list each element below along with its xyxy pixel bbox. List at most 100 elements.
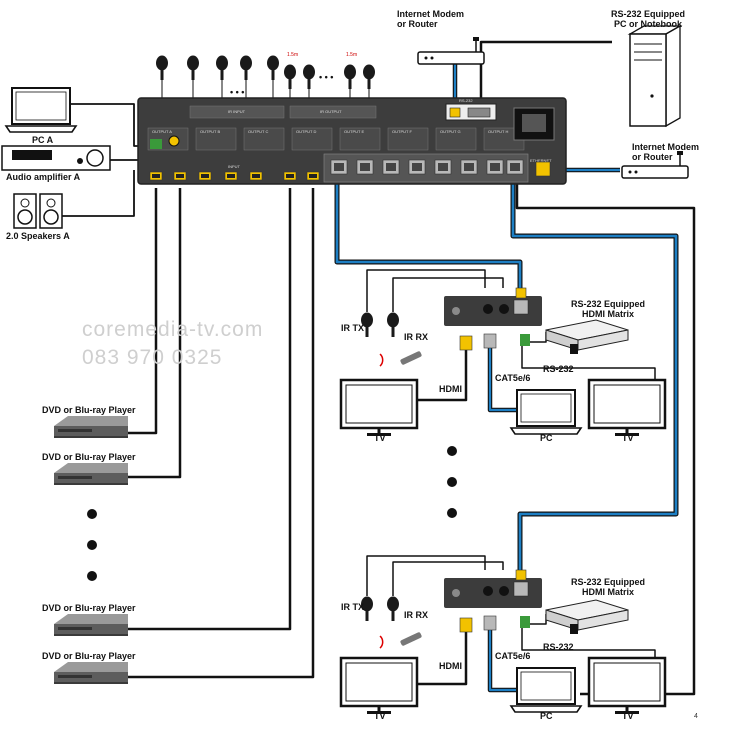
- tv-label: TV: [622, 711, 634, 721]
- watermark-phone: 083 970 0325: [82, 346, 223, 369]
- ir-input-label: IR INPUT: [228, 109, 246, 114]
- ellipsis-dot: [447, 477, 457, 487]
- internet-router-top-label: Internet Modem: [397, 9, 464, 19]
- ir-receiver-icon: [303, 64, 315, 89]
- laptop-icon: [510, 389, 582, 435]
- ir-blaster-icon: [156, 55, 168, 80]
- ir-tx-label: IR TX: [341, 323, 364, 333]
- remote-control-icon: [379, 351, 422, 367]
- rs232-label: RS-232: [543, 642, 574, 652]
- tv-icon: [587, 656, 667, 716]
- watermark-site: coremedia-tv.com: [82, 318, 264, 341]
- ir-receiver-icon: [363, 64, 375, 89]
- pc-tower-icon: [627, 24, 683, 128]
- ir-blaster-icon: [216, 55, 228, 80]
- rs232-matrix-label: HDMI Matrix: [582, 309, 634, 319]
- ir-rx-icon: [387, 312, 399, 337]
- dvd-player-icon: [54, 662, 128, 684]
- ethernet-port-label: ETHERNET: [530, 158, 552, 163]
- hdbaset-receiver: [443, 295, 543, 327]
- output-port-label: OUTPUT D: [296, 129, 316, 134]
- hdmi-matrix-icon: [545, 599, 629, 631]
- audio-amp-label: Audio amplifier A: [6, 172, 81, 182]
- output-port-label: OUTPUT F: [392, 129, 412, 134]
- pc-a-label: PC A: [32, 135, 54, 145]
- laptop-pc-a-icon: [5, 87, 77, 133]
- speakers-label: 2.0 Speakers A: [6, 231, 70, 241]
- ellipsis-dot: [87, 509, 97, 519]
- receiver-group-2: IR TX IR RX HDMI CAT5e/6 RS-232 RS-232 E…: [339, 569, 667, 721]
- audio-amplifier-icon: [1, 145, 111, 171]
- internet-router-top-label: or Router: [397, 19, 438, 29]
- hdmi-label: HDMI: [439, 384, 462, 394]
- internet-router-top: [417, 36, 485, 65]
- internet-router-right-label: Internet Modem: [632, 142, 699, 152]
- rs232-label: RS-232: [543, 364, 574, 374]
- internet-router-right-label: or Router: [632, 152, 673, 162]
- hdmi-matrix-main: IR INPUT IR OUTPUT OUTPUT A OUTPUT B OUT…: [137, 97, 567, 185]
- ir-receiver-icon: [344, 64, 356, 89]
- ir-rx-label: IR RX: [404, 610, 428, 620]
- cable-length-label: 1.5m: [287, 52, 298, 58]
- ellipsis-dots: • • •: [319, 72, 333, 82]
- ellipsis-dot: [447, 446, 457, 456]
- cat-cable-receiver-2: [510, 180, 679, 570]
- tv-label: TV: [374, 711, 386, 721]
- dvd-player-icon: [54, 463, 128, 485]
- cat-label: CAT5e/6: [495, 373, 530, 383]
- hdmi-cable-dvd-3: [128, 188, 292, 631]
- rs232-matrix-label: RS-232 Equipped: [571, 577, 645, 587]
- ir-receiver-icon: [284, 64, 296, 89]
- tv-icon: [587, 378, 667, 438]
- hdmi-cable-dvd-2: [128, 188, 182, 479]
- ir-blaster-icon: [240, 55, 252, 80]
- pc-label: PC: [540, 433, 553, 443]
- remote-control-icon: [379, 632, 422, 649]
- tv-icon: [339, 656, 419, 716]
- cat-label: CAT5e/6: [495, 651, 530, 661]
- dvd-player-label: DVD or Blu-ray Player: [42, 405, 136, 415]
- ellipsis-dot: [87, 540, 97, 550]
- rs232-pc-label: PC or Notebook: [614, 19, 683, 29]
- output-port-label: OUTPUT G: [440, 129, 461, 134]
- dvd-player-label: DVD or Blu-ray Player: [42, 651, 136, 661]
- dvd-player-icon: [54, 614, 128, 636]
- ellipsis-dots: • • •: [230, 87, 244, 97]
- tv-icon: [339, 378, 419, 438]
- ir-tx-label: IR TX: [341, 602, 364, 612]
- ellipsis-dot: [87, 571, 97, 581]
- rs232-pc-label: RS-232 Equipped: [611, 9, 685, 19]
- hdmi-label: HDMI: [439, 661, 462, 671]
- ir-blaster-icon: [267, 55, 279, 80]
- speakers-icon: [13, 193, 63, 229]
- cable-length-label: 1.5m: [346, 52, 357, 58]
- input-label: INPUT: [228, 164, 241, 169]
- rs232-matrix-label: HDMI Matrix: [582, 587, 634, 597]
- output-port-label: OUTPUT C: [248, 129, 268, 134]
- tv-label: TV: [374, 433, 386, 443]
- ellipsis-dot: [447, 508, 457, 518]
- dvd-player-label: DVD or Blu-ray Player: [42, 603, 136, 613]
- cat-cable-receiver-1: [334, 180, 523, 288]
- rs232-port-label: RS-232: [459, 98, 473, 103]
- ir-output-label: IR OUTPUT: [320, 109, 342, 114]
- ir-rx-icon: [387, 596, 399, 621]
- receiver-group-1: IR TX IR RX HDMI CAT5e/6 RS-232 RS-232 E…: [339, 287, 667, 443]
- tv-label: TV: [622, 433, 634, 443]
- ir-blaster-icon: [187, 55, 199, 80]
- output-port-label: OUTPUT A: [152, 129, 172, 134]
- laptop-icon: [510, 667, 582, 713]
- dvd-player-icon: [54, 416, 128, 438]
- hdbaset-receiver: [443, 577, 543, 609]
- hdmi-matrix-icon: [545, 319, 629, 351]
- output-port-label: OUTPUT H: [488, 129, 508, 134]
- output-port-label: OUTPUT E: [344, 129, 364, 134]
- rs232-cable-top: [479, 40, 612, 104]
- dvd-player-label: DVD or Blu-ray Player: [42, 452, 136, 462]
- output-port-label: OUTPUT B: [200, 129, 220, 134]
- ir-rx-label: IR RX: [404, 332, 428, 342]
- page-mark: 4: [694, 713, 698, 720]
- speaker-cable: [60, 170, 135, 217]
- hdmi-cable-dvd-4: [128, 188, 315, 679]
